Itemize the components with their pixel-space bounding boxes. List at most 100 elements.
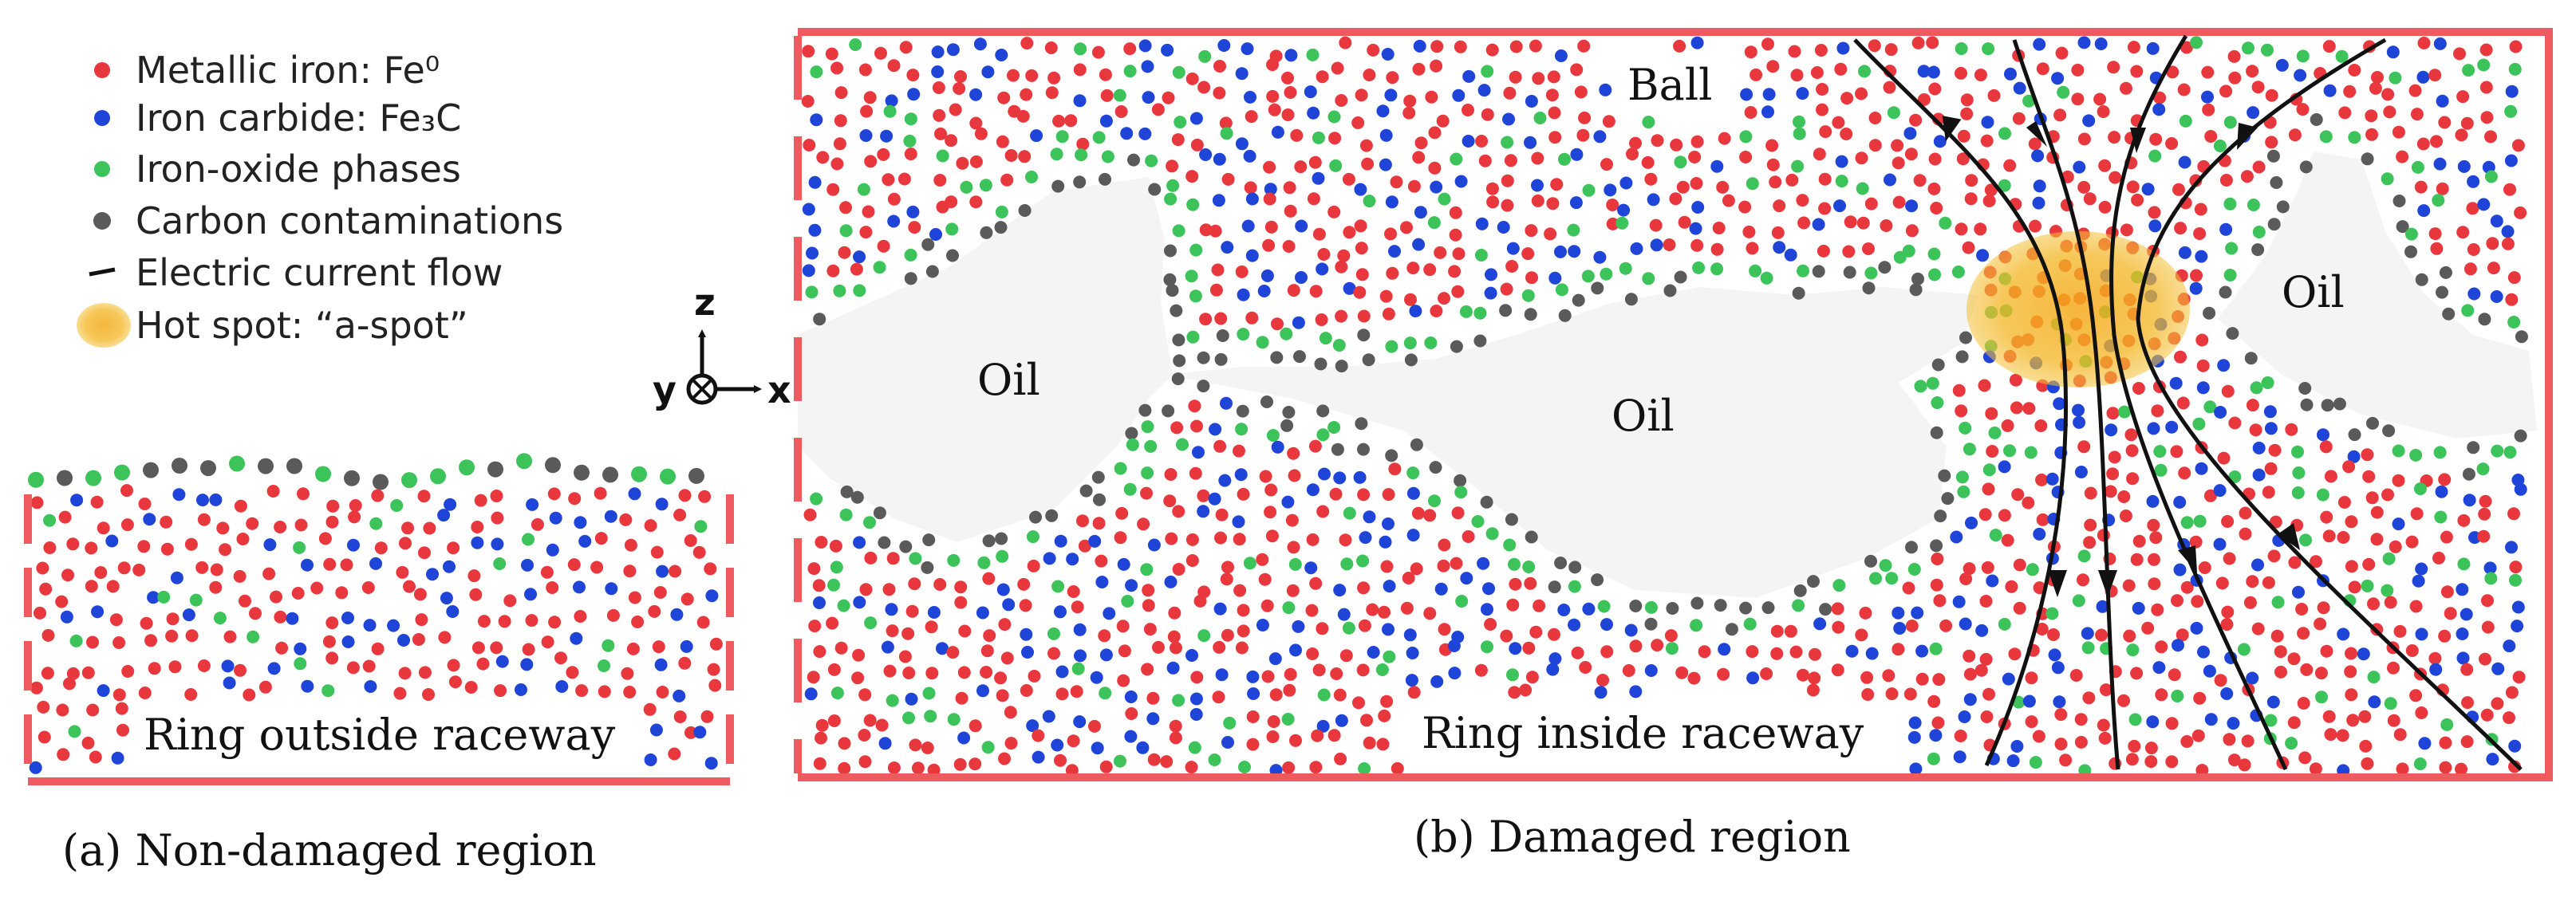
iron-particle [2389,540,2402,553]
iron-particle [371,489,385,502]
iron-particle [1337,249,1351,262]
iron-particle [1524,576,1537,590]
oxide-particle [1506,668,1519,682]
carbide-particle [2033,37,2046,51]
oxide-particle [631,466,647,482]
iron-particle [39,582,53,596]
carbide-particle [341,635,355,648]
iron-particle [2022,402,2036,415]
current-line-icon [89,267,116,277]
iron-particle [1342,172,1355,186]
iron-particle [1140,486,1153,500]
carbide-particle [1141,60,1154,73]
iron-particle [2104,485,2117,498]
oxide-particle [2413,757,2427,770]
iron-particle [2223,552,2236,565]
iron-particle [2383,105,2397,119]
carbon-particle [1909,283,1923,297]
oxide-particle [1893,250,1907,264]
iron-particle [925,620,938,634]
hot-spot-a-spot [1967,231,2190,388]
carbide-particle [1477,557,1490,570]
carbide-particle [654,658,668,671]
carbide-particle [111,751,124,765]
iron-particle [531,517,544,531]
iron-particle [2507,507,2520,521]
carbide-particle [555,680,569,693]
iron-particle [2348,64,2361,77]
iron-particle [1738,200,1752,214]
carbide-particle [1379,535,1392,549]
iron-particle [1212,690,1225,704]
carbon-particle [1045,509,1059,522]
iron-particle [1771,226,1785,239]
carbide-particle [2013,81,2026,95]
iron-particle [1500,629,1513,643]
iron-particle [89,750,102,764]
iron-particle [834,641,848,655]
carbide-particle [2463,494,2476,507]
legend-label: Iron carbide: Fe₃C [136,96,461,140]
oxide-particle [694,520,708,533]
iron-particle [1533,599,1546,612]
iron-particle [2008,647,2022,661]
iron-particle [1505,260,1519,273]
iron-particle [1438,292,1450,305]
carbide-particle [1524,136,1537,149]
iron-particle [1519,683,1533,697]
carbon-particle [1073,175,1087,189]
iron-particle [1531,151,1544,165]
oxide-particle [2237,643,2251,656]
iron-particle [1209,283,1223,297]
carbide-particle [524,588,537,601]
iron-particle [1316,70,1329,84]
oxide-particle [1343,506,1356,520]
iron-particle [590,561,604,574]
carbide-particle [1905,199,1919,213]
carbide-particle [859,129,873,142]
iron-particle [826,264,840,277]
iron-particle [1359,139,1373,152]
carbide-particle [2165,420,2179,434]
carbide-particle [1221,241,1234,254]
iron-particle [2428,69,2442,82]
carbide-particle [2467,175,2480,188]
iron-particle [2320,644,2333,658]
iron-particle [2438,629,2452,643]
carbide-particle [2048,648,2061,662]
iron-particle [1454,40,1467,53]
carbide-particle [443,560,456,573]
carbon-particle [1362,353,1375,367]
carbide-particle [1762,88,1776,101]
iron-particle [81,736,95,749]
iron-particle [2119,509,2132,522]
iron-particle [1626,148,1639,161]
iron-particle [1670,138,1683,151]
carbide-particle [2173,495,2187,509]
iron-particle [2084,486,2097,500]
iron-particle [1576,128,1590,142]
iron-particle [1099,68,1112,81]
iron-particle [815,536,828,549]
iron-particle [498,615,511,628]
carbide-particle [2105,423,2118,437]
oxide-particle [1558,152,1571,166]
iron-particle [1188,399,1201,413]
iron-particle [1790,69,1804,82]
oxide-particle [1099,687,1112,700]
iron-particle [678,489,692,502]
iron-particle [1885,687,1899,701]
carbide-particle [2053,397,2066,411]
carbide-particle [2213,484,2227,498]
iron-particle [2480,708,2494,722]
oxide-particle [839,508,853,521]
carbon-particle [1558,309,1572,322]
iron-particle [2240,170,2254,183]
iron-particle [1076,514,1089,528]
carbon-particle [1197,351,1210,364]
iron-particle [34,606,46,620]
carbon-particle [904,272,917,285]
iron-particle [1357,309,1371,323]
carbide-particle [946,43,960,57]
iron-particle [1019,599,1032,612]
